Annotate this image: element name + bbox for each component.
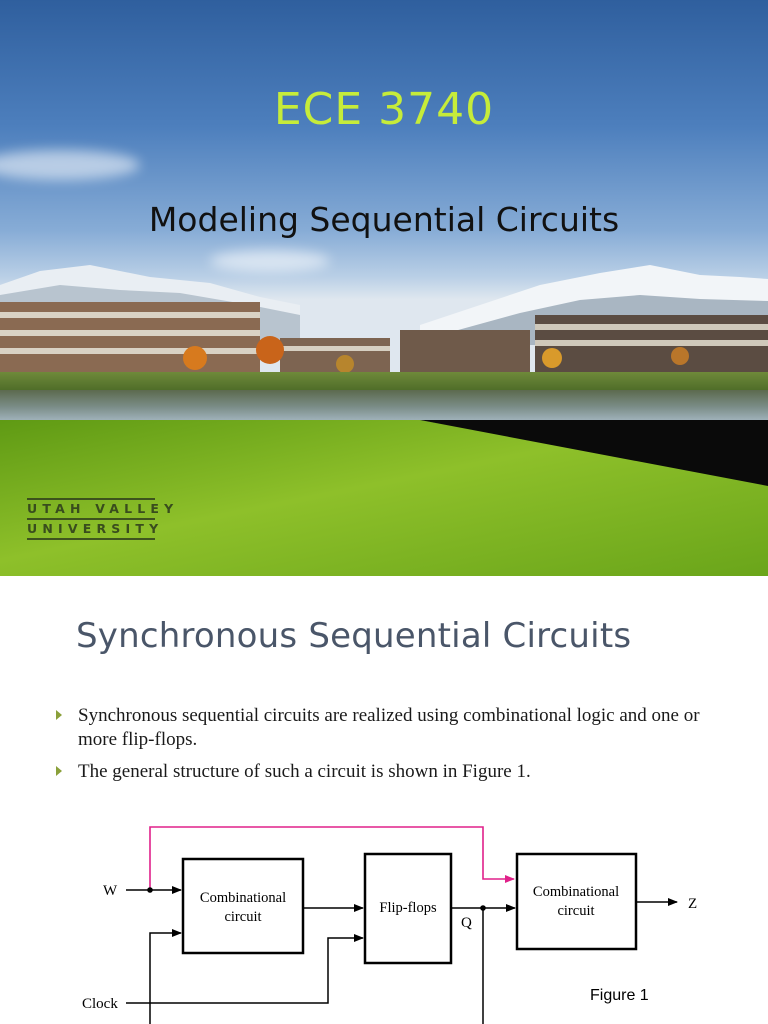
sequential-circuit-diagram: W Clock Z Q Combinational circuit Flip-f… [82,826,697,1024]
logo-rule [27,538,155,540]
feedback-input-wire [149,929,182,1024]
block2-label-line1: Combinational [533,884,619,900]
logo-line2: UNIVERSITY [27,521,164,536]
junction-dot [147,887,153,893]
combinational-block-2 [515,852,638,951]
title-slide: ECE 3740 Modeling Sequential Circuits UT… [0,0,768,576]
logo-line1: UTAH VALLEY [27,501,179,516]
lawn [0,372,768,392]
bullet-item: The general structure of such a circuit … [56,760,736,784]
output-label: Z [688,896,697,912]
university-logo: UTAH VALLEY UNIVERSITY [27,498,179,540]
clock-label: Clock [82,996,118,1012]
input-label: W [103,883,118,899]
bullet-item: Synchronous sequential circuits are real… [56,704,736,752]
block1-label-line1: Combinational [200,890,286,906]
logo-rule [27,518,155,520]
input-feedforward-wire [149,826,515,890]
sky-cloud [0,150,140,180]
bullet-list: Synchronous sequential circuits are real… [56,704,736,792]
figure-caption: Figure 1 [590,987,649,1004]
bullet-triangle-icon [56,766,62,776]
slide-heading: Synchronous Sequential Circuits [76,616,632,656]
block2-label-line2: circuit [557,903,594,919]
sky-cloud [210,250,330,272]
combinational-block-1 [181,857,305,955]
bullet-text: Synchronous sequential circuits are real… [78,705,700,750]
course-code: ECE 3740 [273,84,495,135]
campus-buildings [0,302,768,373]
bullet-triangle-icon [56,710,62,720]
flipflops-label: Flip-flops [379,900,437,916]
block1-label-line2: circuit [224,909,261,925]
green-band [0,420,768,576]
content-slide: Synchronous Sequential Circuits Synchron… [0,576,768,1024]
state-label: Q [461,915,472,931]
slide-title: Modeling Sequential Circuits [148,200,620,239]
logo-rule [27,498,155,500]
clock-wire [126,934,364,1004]
bullet-text: The general structure of such a circuit … [78,761,531,782]
